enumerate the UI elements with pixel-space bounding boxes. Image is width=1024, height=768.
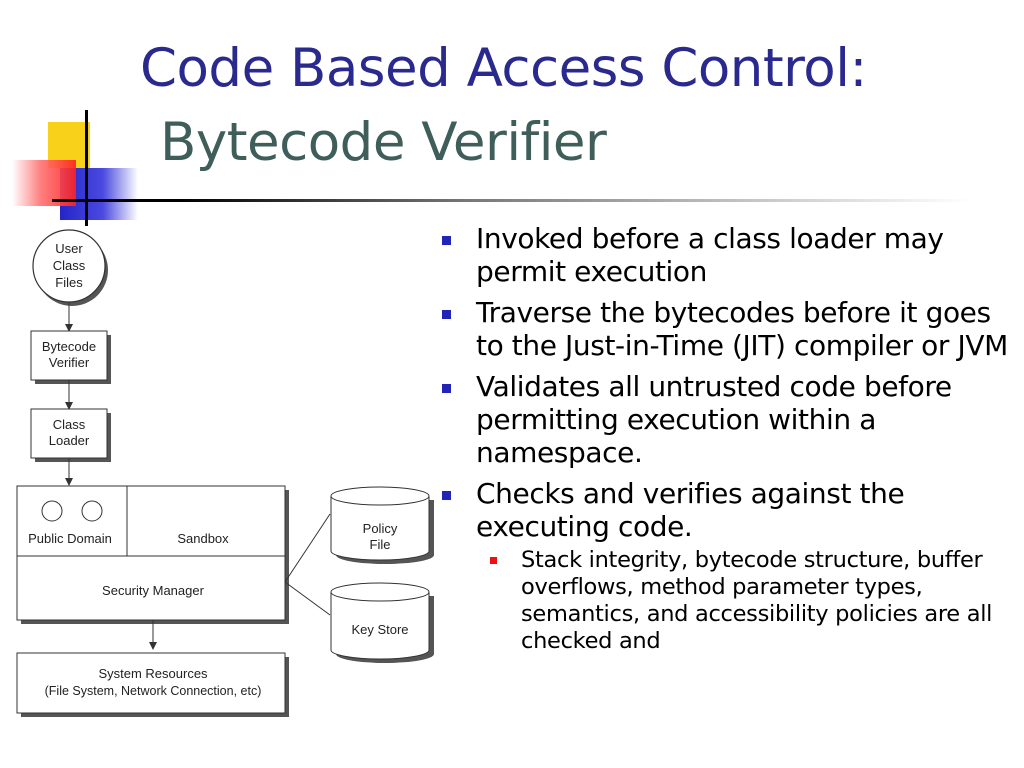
bullet-marker-icon [442, 491, 451, 500]
system-resources-label-2: (File System, Network Connection, etc) [45, 684, 262, 698]
decor-horizontal-rule [52, 199, 972, 202]
public-domain-label: Public Domain [28, 531, 112, 546]
bullet-item: Validates all untrusted code before perm… [438, 370, 1018, 469]
policy-file-label-1: Policy [363, 521, 398, 536]
user-class-files-label-3: Files [55, 275, 83, 290]
sub-bullet-item: Stack integrity, bytecode structure, buf… [476, 547, 1018, 655]
bytecode-verifier-label-2: Verifier [49, 355, 90, 370]
sub-bullet-text: Stack integrity, bytecode structure, buf… [521, 547, 993, 654]
link-manager-to-keystore [284, 581, 331, 616]
user-class-files-label-2: Class [53, 258, 86, 273]
bullet-list: Invoked before a class loader may permit… [438, 222, 1018, 663]
slide-subtitle: Bytecode Verifier [160, 112, 607, 173]
bytecode-verifier-node: Bytecode Verifier [30, 330, 111, 384]
bullet-marker-icon [442, 384, 451, 393]
bullet-text: Checks and verifies against the executin… [476, 477, 905, 543]
bytecode-verifier-label-1: Bytecode [42, 339, 96, 354]
class-loader-node: Class Loader [30, 408, 111, 462]
class-loader-label-1: Class [53, 417, 86, 432]
user-class-files-label-1: User [55, 241, 83, 256]
security-manager-label: Security Manager [102, 583, 205, 598]
public-domain-circle-2 [81, 500, 103, 522]
slide-title: Code Based Access Control: [140, 38, 867, 99]
class-loader-label-2: Loader [49, 433, 90, 448]
bullet-text: Traverse the bytecodes before it goes to… [476, 296, 1008, 362]
bullet-text: Validates all untrusted code before perm… [476, 370, 952, 469]
key-store-label: Key Store [351, 622, 408, 637]
system-resources-node: System Resources (File System, Network C… [16, 652, 289, 717]
sub-bullet-list: Stack integrity, bytecode structure, buf… [476, 547, 1018, 655]
bullet-item: Traverse the bytecodes before it goes to… [438, 296, 1018, 362]
bullet-item: Invoked before a class loader may permit… [438, 222, 1018, 288]
sub-bullet-marker-icon [490, 557, 497, 564]
bullet-marker-icon [442, 310, 451, 319]
bullet-item: Checks and verifies against the executin… [438, 477, 1018, 655]
security-container-node: Public Domain Sandbox Security Manager [16, 485, 289, 624]
public-domain-circle-1 [41, 500, 63, 522]
bullet-marker-icon [442, 236, 451, 245]
system-resources-label-1: System Resources [98, 666, 208, 681]
sandbox-label: Sandbox [177, 531, 229, 546]
key-store-node: Key Store [330, 582, 434, 663]
policy-file-node: Policy File [330, 486, 434, 564]
bytecode-verifier-diagram: User Class Files Bytecode Verifier Class… [16, 229, 434, 717]
bullet-text: Invoked before a class loader may permit… [476, 222, 944, 288]
link-manager-to-policy [284, 513, 331, 583]
decor-red-square [12, 160, 76, 206]
user-class-files-node: User Class Files [32, 229, 108, 306]
decor-vertical-line [85, 110, 88, 226]
policy-file-label-2: File [370, 537, 391, 552]
